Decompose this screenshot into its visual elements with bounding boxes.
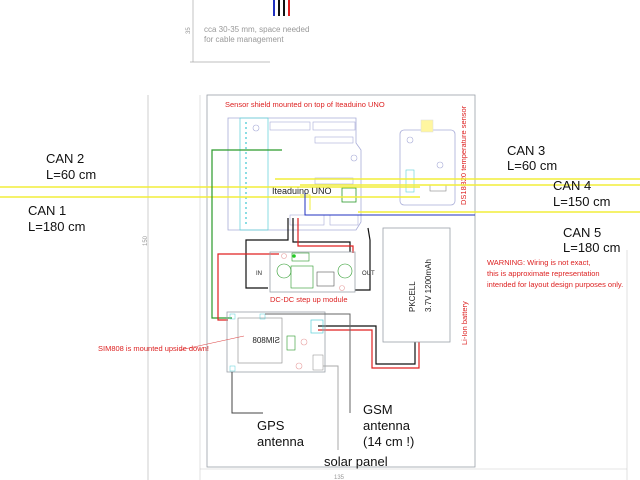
- gsm-antenna-line2: antenna: [363, 418, 411, 433]
- can4-length: L=150 cm: [553, 194, 610, 209]
- enclosure: 150 135: [143, 94, 628, 480]
- warning-line3: intended for layout design purposes only…: [487, 280, 623, 289]
- battery-brand: PKCELL: [408, 281, 417, 312]
- gsm-antenna-line3: (14 cm !): [363, 434, 414, 449]
- battery-spec: 3.7V 1200mAh: [424, 259, 433, 312]
- dcdc-in-label: IN: [256, 271, 262, 277]
- cable-note-line1: cca 30-35 mm, space needed: [204, 25, 309, 34]
- iteaduino-board: Iteaduino UNO: [227, 117, 362, 231]
- can5-name: CAN 5: [563, 225, 601, 240]
- can-wires: [0, 178, 640, 213]
- sim808-chip-label: SIM808: [252, 336, 280, 345]
- dcdc-out-label: OUT: [362, 271, 375, 277]
- sim808-module: SIM808 SIM808 is mounted upside down!: [98, 311, 326, 373]
- can1-name: CAN 1: [28, 203, 66, 218]
- cable-bundle: [273, 0, 290, 16]
- sim808-note: SIM808 is mounted upside down!: [98, 344, 209, 353]
- dcdc-title: DC-DC step up module: [270, 295, 348, 304]
- solar-panel-label: solar panel: [324, 454, 388, 469]
- cable-note-line2: for cable management: [204, 35, 284, 44]
- ds18b20-sensor: DS18B20 temperature sensor: [399, 105, 468, 206]
- warning-line2: this is approximate representation: [487, 269, 600, 278]
- board-label: Iteaduino UNO: [272, 186, 332, 196]
- shield-title: Sensor shield mounted on top of Iteaduin…: [225, 100, 385, 109]
- can2-length: L=60 cm: [46, 167, 96, 182]
- can3-length: L=60 cm: [507, 158, 557, 173]
- cable-space-dimension: 35 cca 30-35 mm, space needed for cable …: [186, 0, 309, 63]
- gps-antenna-line2: antenna: [257, 434, 305, 449]
- can2-name: CAN 2: [46, 151, 84, 166]
- dcdc-module: IN OUT DC-DC step up module: [256, 251, 375, 304]
- cable-dimension-value: 35: [186, 27, 192, 34]
- width-dimension: 135: [334, 475, 345, 480]
- gps-antenna-line1: GPS: [257, 418, 285, 433]
- can5-length: L=180 cm: [563, 240, 620, 255]
- warning-line1: WARNING: Wiring is not exact,: [487, 258, 591, 267]
- can4-name: CAN 4: [553, 178, 591, 193]
- gsm-antenna-line1: GSM: [363, 402, 393, 417]
- battery-type: Li-Ion battery: [460, 301, 469, 345]
- height-dimension: 150: [143, 235, 149, 246]
- battery: PKCELL 3.7V 1200mAh Li-Ion battery: [382, 227, 469, 345]
- sensor-label: DS18B20 temperature sensor: [459, 105, 468, 205]
- can3-name: CAN 3: [507, 143, 545, 158]
- can1-length: L=180 cm: [28, 219, 85, 234]
